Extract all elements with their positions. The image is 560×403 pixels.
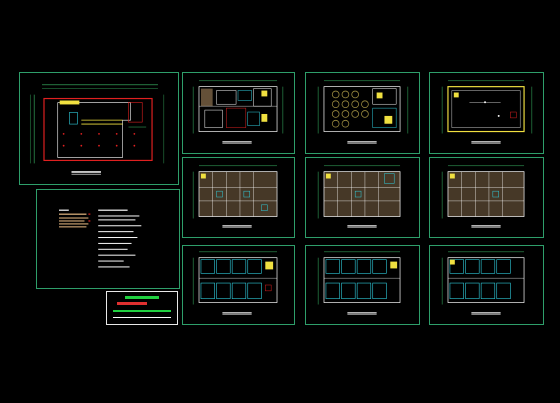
floor-plan-sheet-3[interactable] [429, 72, 544, 154]
floor-plan-drawing-5 [317, 165, 401, 229]
floor-plan-sheet-2[interactable] [305, 72, 420, 154]
floor-plan-sheet-5[interactable] [305, 157, 420, 238]
title-block[interactable] [106, 291, 178, 325]
floor-plan-drawing-6 [441, 165, 525, 229]
title-block-green-bar [125, 296, 159, 299]
site-plan-drawing [30, 84, 165, 175]
floor-plan-drawing-7 [192, 251, 278, 316]
design-notes-drawing [59, 209, 142, 268]
floor-plan-sheet-4[interactable] [182, 157, 295, 238]
floor-plan-drawing-4 [192, 165, 278, 229]
floor-plan-sheet-1[interactable] [182, 72, 295, 154]
title-block-green-bar-2 [113, 310, 171, 312]
floor-plan-sheet-8[interactable] [305, 245, 420, 325]
site-plan-sheet[interactable] [19, 72, 179, 185]
floor-plan-drawing-2 [317, 80, 409, 145]
floor-plan-drawing-3 [441, 80, 533, 145]
floor-plan-drawing-8 [317, 251, 401, 316]
floor-plan-sheet-6[interactable] [429, 157, 544, 238]
floor-plan-drawing-1 [192, 80, 284, 145]
floor-plan-sheet-9[interactable] [429, 245, 544, 325]
design-notes-sheet[interactable] [36, 189, 180, 289]
floor-plan-drawing-9 [441, 251, 525, 316]
title-block-red-bar [117, 302, 147, 305]
floor-plan-sheet-7[interactable] [182, 245, 295, 325]
title-block-white-line [113, 317, 171, 318]
